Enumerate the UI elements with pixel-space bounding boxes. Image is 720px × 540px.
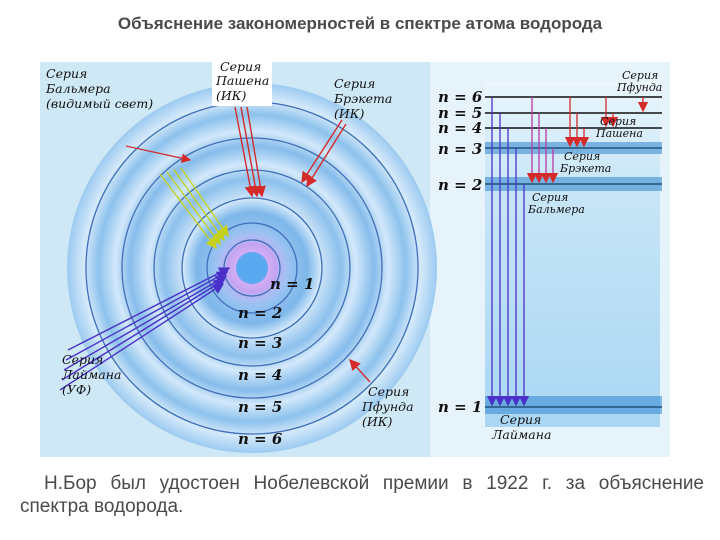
caption-line-1: Н.Бор был удостоен Нобелевской премии в … bbox=[44, 472, 704, 496]
svg-text:Серия: Серия bbox=[368, 384, 409, 399]
level-label-4: n = 4 bbox=[438, 119, 482, 137]
level-series-paschen: Серия Пашена bbox=[595, 115, 643, 140]
svg-text:(ИК): (ИК) bbox=[216, 88, 246, 103]
svg-text:(видимый свет): (видимый свет) bbox=[46, 96, 153, 111]
svg-text:(ИК): (ИК) bbox=[362, 414, 392, 429]
level-label-3: n = 3 bbox=[438, 140, 482, 158]
level-label-2: n = 2 bbox=[438, 176, 482, 194]
svg-text:Серия: Серия bbox=[334, 76, 375, 91]
svg-text:Серия: Серия bbox=[500, 412, 541, 427]
orbit-label-1: n = 1 bbox=[270, 275, 314, 293]
svg-text:Серия: Серия bbox=[46, 66, 87, 81]
svg-text:Пашена: Пашена bbox=[215, 73, 269, 88]
svg-text:Серия: Серия bbox=[62, 352, 103, 367]
orbit-label-6: n = 6 bbox=[238, 430, 283, 448]
orbit-label-2: n = 2 bbox=[238, 304, 282, 322]
svg-text:Лаймана: Лаймана bbox=[491, 427, 551, 442]
svg-text:Бальмера: Бальмера bbox=[527, 203, 585, 216]
level-series-pfund: Серия Пфунда bbox=[616, 69, 662, 94]
svg-text:Пашена: Пашена bbox=[595, 127, 643, 140]
paschen-series-label: Серия Пашена (ИК) bbox=[212, 62, 272, 106]
page-title: Объяснение закономерностей в спектре ато… bbox=[0, 14, 720, 34]
svg-text:Брэкета: Брэкета bbox=[559, 162, 611, 175]
nucleus bbox=[236, 252, 268, 284]
svg-text:Брэкета: Брэкета bbox=[333, 91, 392, 106]
svg-text:(УФ): (УФ) bbox=[62, 382, 91, 397]
svg-text:Пфунда: Пфунда bbox=[361, 399, 414, 414]
level-label-1: n = 1 bbox=[438, 398, 482, 416]
svg-text:Пфунда: Пфунда bbox=[616, 81, 662, 94]
svg-text:Бальмера: Бальмера bbox=[45, 81, 111, 96]
bohr-atom-diagram: n = 1 n = 2 n = 3 n = 4 n = 5 n = 6 Сери… bbox=[40, 62, 670, 457]
svg-text:(ИК): (ИК) bbox=[334, 106, 364, 121]
orbit-label-4: n = 4 bbox=[238, 366, 282, 384]
svg-text:Лаймана: Лаймана bbox=[61, 367, 121, 382]
caption-line-2: спектра водорода. bbox=[20, 496, 183, 518]
orbit-label-5: n = 5 bbox=[238, 398, 282, 416]
orbit-label-3: n = 3 bbox=[238, 334, 282, 352]
